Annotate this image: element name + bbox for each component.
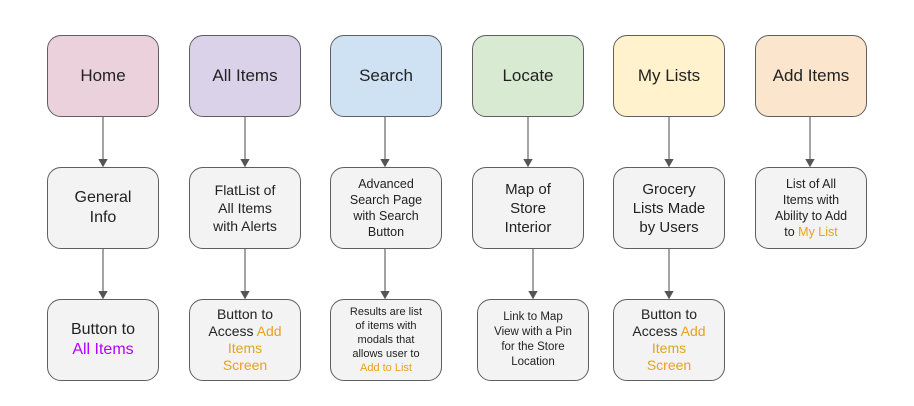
items-highlight: Items	[227, 340, 263, 356]
home-node: Home	[47, 35, 159, 117]
advanced-search-line-1: Advanced	[358, 177, 414, 191]
my-list-highlight: My List	[798, 225, 838, 239]
flatlist-node: FlatList of All Items with Alerts	[189, 167, 301, 249]
list-all-items-node: List of All Items with Ability to Add to…	[755, 167, 867, 249]
map-link-node: Link to Map View with a Pin for the Stor…	[477, 299, 589, 381]
general-info-line-2: Info	[89, 209, 117, 226]
add-items-label: Add Items	[772, 66, 850, 85]
map-link-line-2: View with a Pin	[494, 326, 572, 338]
button-add-items-2-line-1: Button to	[640, 306, 698, 322]
all-items-highlight: All Items	[72, 341, 134, 358]
grocery-lists-line-1: Grocery	[642, 180, 696, 198]
button-all-items-node: Button to All Items	[47, 299, 159, 381]
all-items-node: All Items	[189, 35, 301, 117]
access-text: Access	[208, 323, 254, 339]
add-items-node: Add Items	[755, 35, 867, 117]
screen-highlight-2: Screen	[646, 357, 692, 373]
advanced-search-line-2: Search Page	[349, 193, 423, 207]
flatlist-line-1: FlatList of	[214, 182, 276, 198]
all-items-label: All Items	[212, 66, 278, 85]
results-line-4: allows user to	[352, 348, 420, 360]
general-info-line-1: General	[74, 189, 132, 206]
results-line-2: of items with	[355, 320, 417, 332]
advanced-search-line-3: with Search	[353, 209, 419, 223]
locate-node: Locate	[472, 35, 584, 117]
grocery-lists-line-2: Lists Made	[632, 199, 706, 217]
grocery-lists-node: Grocery Lists Made by Users	[613, 167, 725, 249]
home-label: Home	[80, 66, 126, 85]
add-highlight-2: Add	[680, 323, 706, 339]
grocery-lists-line-3: by Users	[639, 218, 699, 236]
map-interior-node: Map of Store Interior	[472, 167, 584, 249]
list-all-items-line-1: List of All	[785, 177, 836, 191]
items-highlight-2: Items	[651, 340, 687, 356]
advanced-search-node: Advanced Search Page with Search Button	[330, 167, 442, 249]
general-info-node: General Info	[47, 167, 159, 249]
results-node: Results are list of items with modals th…	[330, 299, 442, 381]
map-link-line-4: Location	[511, 356, 555, 368]
map-link-line-3: for the Store	[501, 341, 565, 353]
results-line-3: modals that	[357, 334, 415, 346]
button-add-items-1-line-2: Access Add	[208, 323, 281, 340]
button-add-items-node-1: Button to Access Add Items Screen	[189, 299, 301, 381]
map-link-line-1: Link to Map	[503, 311, 563, 323]
map-interior-line-2: Store	[510, 199, 546, 217]
search-node: Search	[330, 35, 442, 117]
screen-highlight: Screen	[222, 357, 268, 373]
button-add-items-1-line-1: Button to	[216, 306, 274, 322]
button-all-items-line-1: Button to	[70, 321, 136, 338]
access-text-2: Access	[632, 323, 678, 339]
results-line-1: Results are list	[349, 306, 423, 318]
my-lists-label: My Lists	[637, 66, 701, 85]
map-interior-line-1: Map of	[505, 180, 551, 198]
button-add-items-node-2: Button to Access Add Items Screen	[613, 299, 725, 381]
list-all-items-line-4: to My List	[775, 224, 847, 240]
add-to-list-highlight: Add to List	[360, 362, 412, 374]
flatlist-line-3: with Alerts	[213, 218, 277, 234]
list-all-items-line-2: Items with	[782, 193, 840, 207]
map-interior-line-3: Interior	[504, 218, 552, 236]
to-text: to	[784, 225, 795, 239]
search-label: Search	[359, 66, 413, 85]
button-add-items-2-line-2: Access Add	[632, 323, 705, 340]
add-highlight: Add	[256, 323, 282, 339]
advanced-search-line-4: Button	[367, 225, 405, 239]
locate-label: Locate	[502, 66, 554, 85]
my-lists-node: My Lists	[613, 35, 725, 117]
flatlist-line-2: All Items	[218, 200, 272, 216]
list-all-items-line-3: Ability to Add	[774, 209, 848, 223]
